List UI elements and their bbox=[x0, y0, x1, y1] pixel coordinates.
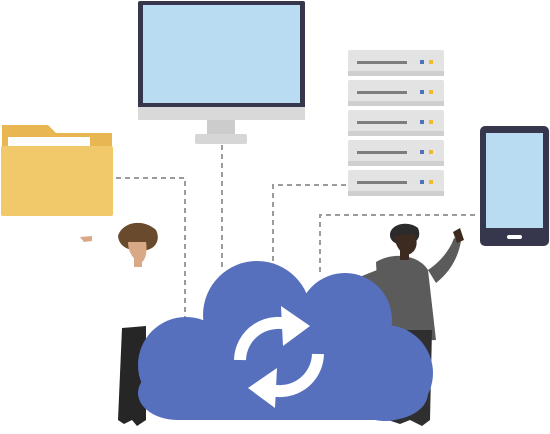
server-unit bbox=[348, 140, 444, 166]
monitor-base bbox=[195, 134, 247, 144]
person-left-face bbox=[128, 242, 147, 262]
person-right-face bbox=[394, 234, 417, 255]
tablet-home-button bbox=[507, 235, 522, 239]
person-right-neck bbox=[400, 250, 409, 260]
sync-arrowhead-lower bbox=[248, 368, 277, 408]
monitor-neck bbox=[207, 120, 235, 135]
server-unit bbox=[348, 170, 444, 196]
person-right-arm-raised bbox=[428, 238, 461, 283]
person-left-hair bbox=[118, 222, 158, 251]
folder-front bbox=[1, 146, 113, 216]
tablet-connector-line bbox=[319, 214, 475, 272]
connector-lines bbox=[116, 145, 475, 320]
server-rack-icon bbox=[348, 50, 444, 196]
tablet-screen bbox=[486, 133, 543, 228]
tablet-icon bbox=[480, 126, 549, 246]
server-connector-line bbox=[272, 184, 346, 262]
monitor-chin bbox=[138, 107, 305, 120]
person-right-hand bbox=[453, 228, 464, 243]
sync-arrowhead-upper bbox=[281, 306, 310, 346]
person-left bbox=[80, 222, 158, 426]
server-unit bbox=[348, 50, 444, 76]
server-unit bbox=[348, 80, 444, 106]
monitor-icon bbox=[138, 1, 305, 144]
person-left-hand bbox=[80, 236, 92, 242]
folder-connector-line bbox=[116, 177, 186, 320]
server-unit bbox=[348, 110, 444, 136]
folder-icon bbox=[1, 125, 113, 216]
person-left-legs bbox=[118, 326, 146, 426]
monitor-screen bbox=[143, 5, 300, 103]
sync-arrowheads bbox=[248, 306, 310, 408]
person-left-neck bbox=[134, 258, 142, 267]
